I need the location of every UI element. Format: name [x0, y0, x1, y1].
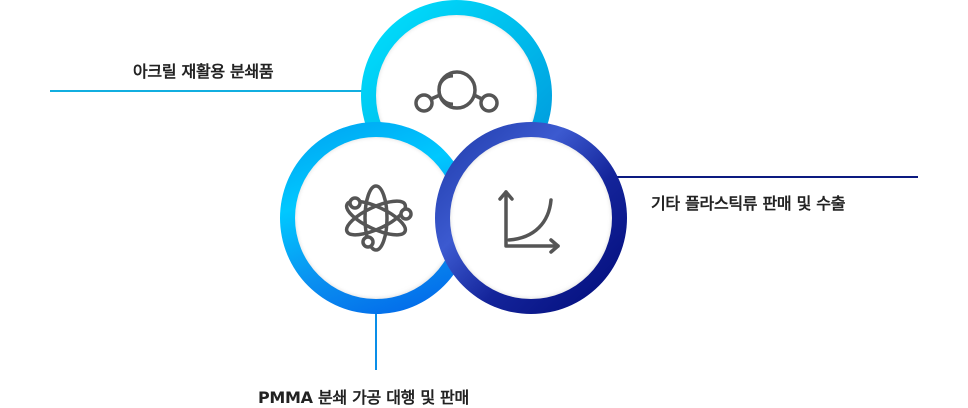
- connector-line-bottom: [375, 310, 377, 370]
- item-label-acrylic: 아크릴 재활용 분쇄품: [133, 62, 274, 81]
- atom-icon: [344, 184, 413, 252]
- growth-chart-icon: [498, 190, 560, 254]
- molecule-icon: [413, 69, 499, 113]
- item-label-plastics: 기타 플라스틱류 판매 및 수출: [651, 194, 846, 213]
- circle-plastics: [435, 122, 627, 314]
- connector-line-top: [50, 90, 365, 92]
- connector-line-right: [612, 176, 918, 178]
- item-label-pmma: PMMA 분쇄 가공 대행 및 판매: [258, 388, 469, 407]
